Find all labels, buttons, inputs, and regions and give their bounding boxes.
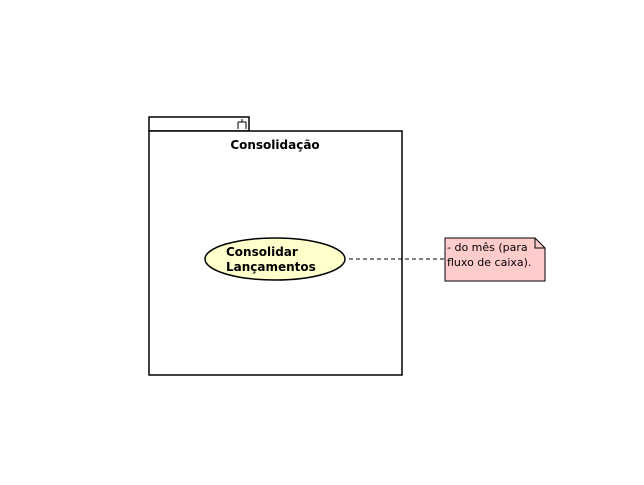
note[interactable]: - do mês (para fluxo de caixa). (444, 237, 546, 282)
note-text-line1: - do mês (para (447, 241, 528, 254)
package-tab (148, 116, 250, 132)
note-shape (444, 237, 546, 282)
use-case-label-line2: Lançamentos (226, 260, 316, 274)
use-case-ellipse (204, 237, 346, 281)
note-text-line2: fluxo de caixa). (447, 256, 531, 269)
package-title: Consolidação (230, 138, 319, 152)
package-tab-icon (237, 119, 247, 129)
note-fold-corner (534, 238, 545, 249)
use-case-label-line1: Consolidar (226, 245, 298, 259)
use-case-consolidar-lancamentos[interactable]: Consolidar Lançamentos (204, 237, 346, 281)
